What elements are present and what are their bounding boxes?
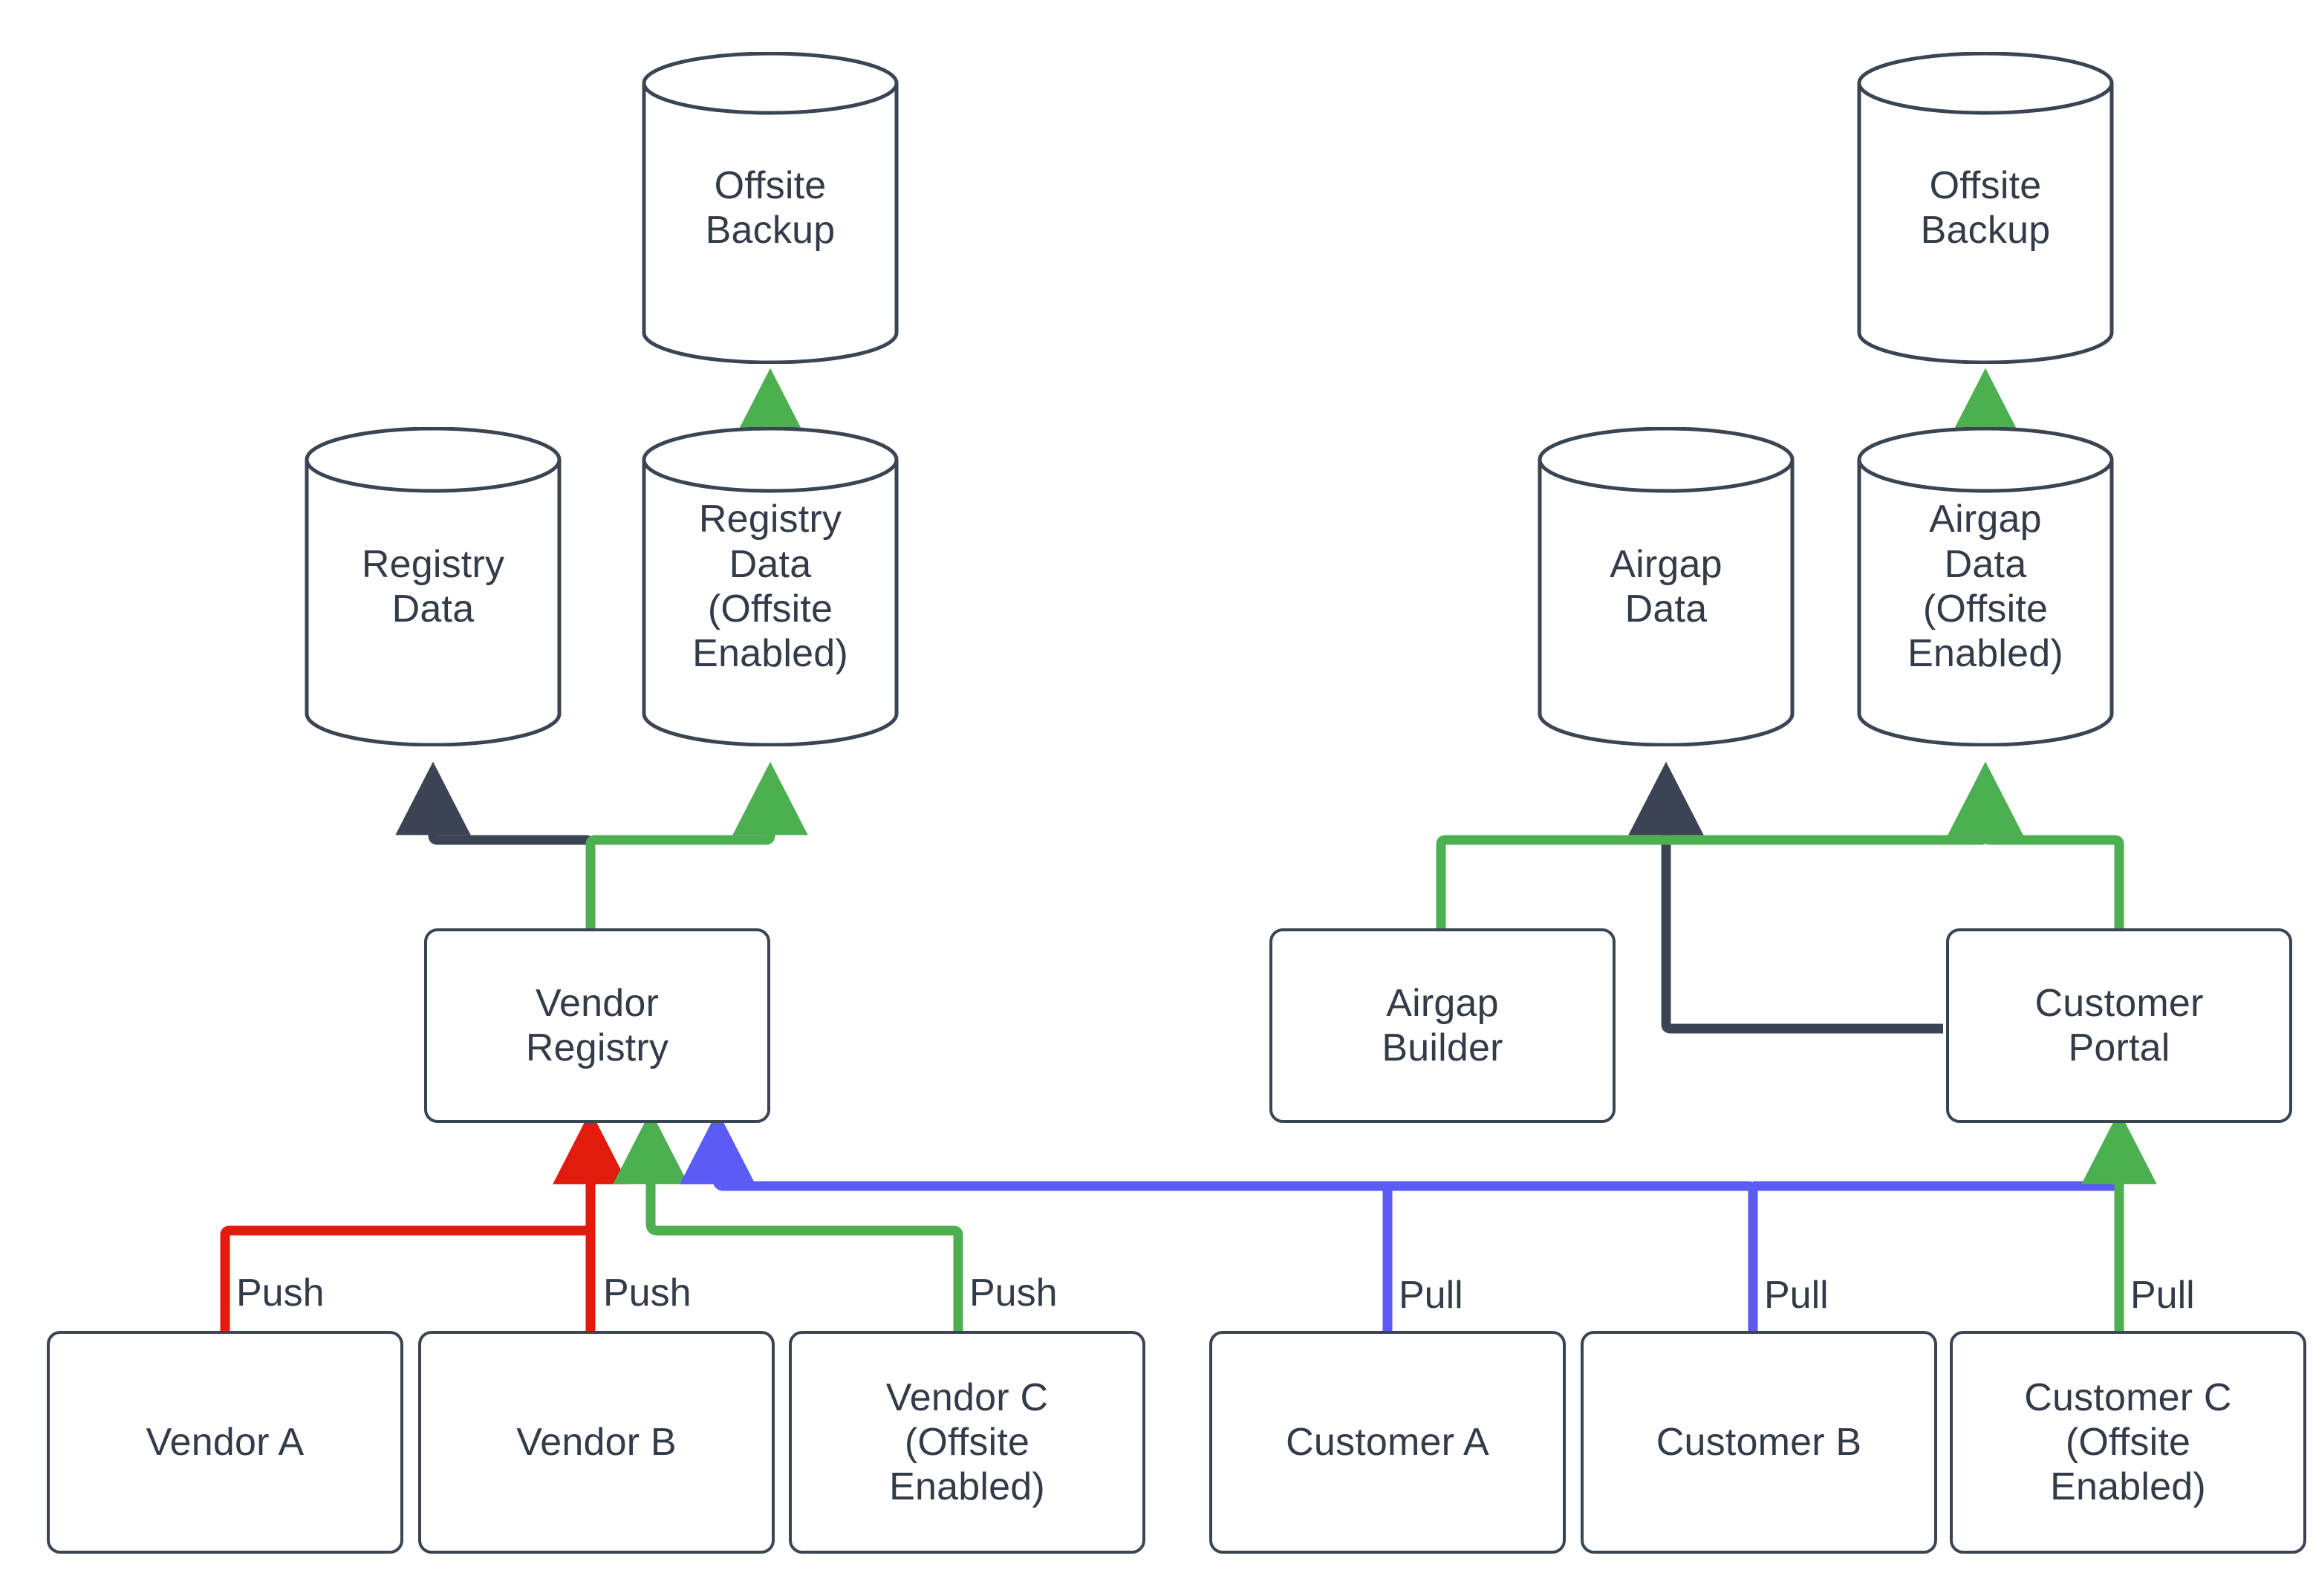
node-vendor-c[interactable]: Vendor C (Offsite Enabled) (789, 1331, 1145, 1554)
edge-vendor-registry-to-registry-data (395, 761, 596, 928)
node-registry-data-offsite[interactable]: Registry Data (Offsite Enabled) (640, 427, 900, 746)
node-airgap-data-offsite[interactable]: Airgap Data (Offsite Enabled) (1855, 427, 2115, 746)
node-label: Offsite Backup (705, 163, 836, 252)
node-customer-c[interactable]: Customer C (Offsite Enabled) (1950, 1331, 2306, 1554)
edge-label-vendor-c-push: Push (969, 1271, 1058, 1315)
edge-label-vendor-a-push: Push (236, 1271, 325, 1315)
node-vendor-b[interactable]: Vendor B (418, 1331, 775, 1554)
node-offsite-backup-left[interactable]: Offsite Backup (640, 52, 900, 364)
edge-label-customer-b-pull: Pull (1764, 1274, 1829, 1317)
cylinder-shape (305, 427, 562, 746)
node-vendor-a[interactable]: Vendor A (47, 1331, 403, 1554)
edge-airgap-builder-to-airgap-offsite (1436, 761, 2023, 928)
cylinder-shape (1538, 427, 1795, 746)
edge-label-customer-a-pull: Pull (1399, 1274, 1463, 1317)
node-label: Registry Data (361, 542, 505, 631)
node-label: Vendor B (516, 1420, 677, 1464)
edge-label-customer-c-pull: Pull (2130, 1274, 2195, 1317)
node-customer-a[interactable]: Customer A (1209, 1331, 1566, 1554)
node-registry-data[interactable]: Registry Data (303, 427, 563, 746)
node-label: Customer B (1656, 1420, 1862, 1464)
node-label: Airgap Data (1610, 542, 1722, 631)
cylinder-shape (642, 427, 899, 746)
cylinder-shape (642, 52, 899, 364)
node-customer-b[interactable]: Customer B (1581, 1331, 1937, 1554)
edge-vendor-c-push (613, 1110, 963, 1331)
node-label: Customer Portal (2034, 981, 2204, 1069)
node-label: Registry Data (Offsite Enabled) (692, 498, 848, 676)
node-label: Airgap Builder (1382, 981, 1503, 1069)
node-vendor-registry[interactable]: Vendor Registry (424, 928, 770, 1123)
edge-vendor-registry-to-registry-offsite (585, 761, 808, 928)
node-customer-portal[interactable]: Customer Portal (1946, 928, 2292, 1123)
node-label: Airgap Data (Offsite Enabled) (1907, 498, 2063, 676)
node-label: Vendor A (146, 1420, 305, 1464)
node-airgap-data[interactable]: Airgap Data (1536, 427, 1796, 746)
edge-customer-portal-to-airgap-data (1628, 761, 1943, 1034)
edge-customer-portal-to-airgap-offsite (1948, 761, 2124, 928)
node-airgap-builder[interactable]: Airgap Builder (1269, 928, 1616, 1123)
node-label: Vendor C (Offsite Enabled) (885, 1375, 1049, 1509)
node-label: Customer C (Offsite Enabled) (2024, 1375, 2232, 1509)
cylinder-shape (1857, 427, 2114, 746)
edge-label-vendor-b-push: Push (603, 1271, 692, 1315)
node-label: Offsite Backup (1920, 163, 2051, 252)
edge-customer-b-pull (680, 1110, 1758, 1331)
node-offsite-backup-right[interactable]: Offsite Backup (1855, 52, 2115, 364)
node-label: Customer A (1286, 1420, 1489, 1464)
cylinder-shape (1857, 52, 2114, 364)
node-label: Vendor Registry (525, 981, 669, 1069)
